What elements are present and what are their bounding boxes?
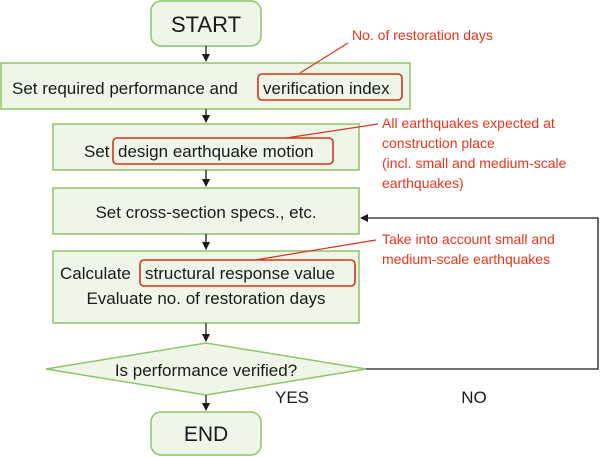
yes-label: YES	[275, 388, 309, 407]
step1-highlight-text: verification index	[263, 79, 390, 98]
note2-line1: All earthquakes expected at	[382, 115, 555, 131]
note3-line2: medium-scale earthquakes	[382, 251, 550, 267]
step2-highlight-box	[112, 137, 334, 165]
step-set-required-performance	[0, 62, 411, 110]
note3-line1: Take into account small and	[382, 231, 555, 247]
step3-text: Set cross-section specs., etc.	[95, 203, 316, 222]
step2-highlight-text: design earthquake motion	[118, 142, 314, 161]
start-label: START	[171, 12, 241, 37]
note1-line1: No. of restoration days	[352, 27, 493, 43]
note1-leader-line	[299, 42, 349, 74]
note2-line2: construction place	[382, 135, 495, 151]
connector-no-loop	[360, 214, 599, 370]
step1-highlight-box	[257, 73, 403, 101]
no-label: NO	[461, 388, 487, 407]
step-calculate-response	[52, 250, 360, 324]
step-set-design-earthquake	[52, 123, 360, 171]
step4-line1-text: Calculate	[60, 264, 131, 283]
note2-line4: earthquakes)	[382, 175, 464, 191]
step2-text: Set	[84, 142, 110, 161]
end-label: END	[184, 423, 228, 446]
step4-highlight-box	[139, 259, 356, 287]
note3-leader-line	[254, 239, 377, 261]
end-terminal	[150, 411, 262, 456]
step4-line2-text: Evaluate no. of restoration days	[86, 289, 325, 308]
step-set-cross-section	[52, 187, 360, 235]
step1-text: Set required performance and	[12, 79, 238, 98]
decision-text: Is performance verified?	[115, 361, 297, 380]
step4-highlight-text: structural response value	[145, 264, 335, 283]
note2-leader-line	[285, 123, 379, 139]
note2-line3: (incl. small and medium-scale	[382, 155, 567, 171]
